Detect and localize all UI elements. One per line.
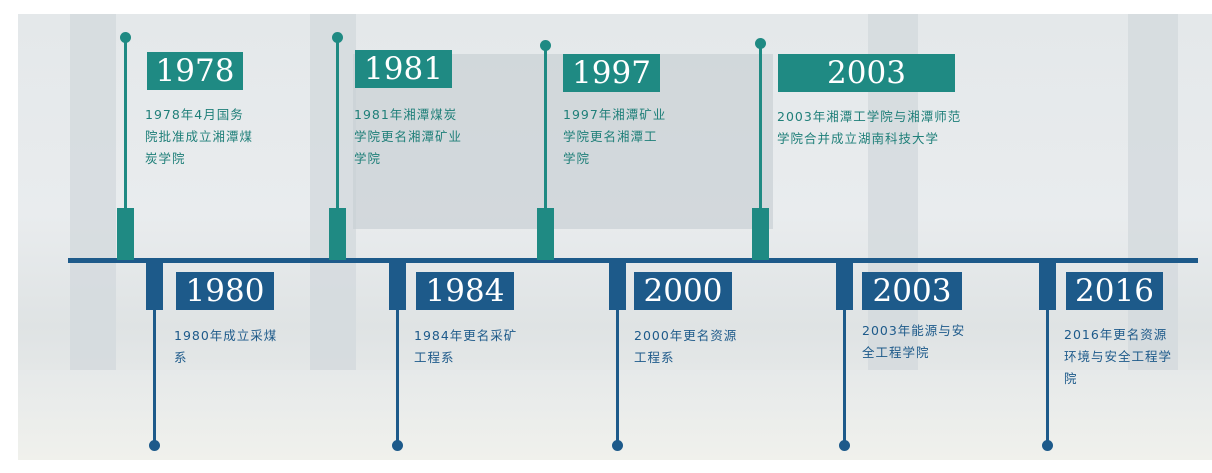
stem-dot <box>838 440 850 451</box>
year-label: 2003 <box>778 54 955 92</box>
stem-line <box>123 38 127 238</box>
year-label: 2016 <box>1066 272 1163 310</box>
stem-line <box>615 298 619 446</box>
stem-block <box>536 208 554 260</box>
year-label: 2003 <box>862 272 962 310</box>
event-description: 1997年湘潭矿业学院更名湘潭工学院 <box>563 107 667 166</box>
timeline-axis <box>68 258 1198 263</box>
stem-block <box>835 258 853 310</box>
stem-block <box>1038 258 1056 310</box>
stem-line <box>335 38 339 238</box>
year-label: 1981 <box>355 50 452 88</box>
stem-block <box>328 208 346 260</box>
stem-line <box>1045 298 1049 446</box>
event-description: 2003年能源与安全工程学院 <box>862 323 966 360</box>
bottom-stem <box>835 258 853 452</box>
bottom-stem <box>608 258 626 452</box>
year-label: 1980 <box>176 272 274 310</box>
stem-line <box>395 298 399 446</box>
stem-block <box>608 258 626 310</box>
stem-dot <box>1041 440 1053 451</box>
event-description: 1980年成立采煤系 <box>174 328 278 365</box>
stem-dot <box>539 40 551 51</box>
top-stem <box>328 32 346 260</box>
stem-dot <box>754 38 766 49</box>
stem-dot <box>119 32 131 43</box>
year-label: 1997 <box>563 54 660 92</box>
year-label: 2000 <box>634 272 732 310</box>
stem-line <box>758 44 762 238</box>
stem-dot <box>391 440 403 451</box>
top-stem <box>751 38 769 260</box>
event-description: 1981年湘潭煤炭学院更名湘潭矿业学院 <box>354 107 463 166</box>
year-label: 1984 <box>416 272 514 310</box>
stem-line <box>152 298 156 446</box>
bg-pillar <box>70 14 116 394</box>
stem-line <box>842 298 846 446</box>
bottom-stem <box>145 258 163 452</box>
top-stem <box>536 40 554 260</box>
stem-block <box>388 258 406 310</box>
stem-block <box>145 258 163 310</box>
stem-block <box>116 208 134 260</box>
year-label: 1978 <box>147 52 243 90</box>
event-description: 1978年4月国务院批准成立湘潭煤炭学院 <box>145 107 254 166</box>
bg-pillar <box>1128 14 1178 394</box>
stem-block <box>751 208 769 260</box>
stem-dot <box>331 32 343 43</box>
bottom-stem <box>1038 258 1056 452</box>
bottom-stem <box>388 258 406 452</box>
stem-dot <box>611 440 623 451</box>
bg-pillar <box>310 14 356 394</box>
event-description: 1984年更名采矿工程系 <box>414 328 518 365</box>
event-description: 2000年更名资源工程系 <box>634 328 738 365</box>
stem-dot <box>148 440 160 451</box>
event-description: 2003年湘潭工学院与湘潭师范学院合并成立湖南科技大学 <box>777 109 962 146</box>
top-stem <box>116 32 134 260</box>
stem-line <box>543 46 547 238</box>
event-description: 2016年更名资源环境与安全工程学院 <box>1064 327 1173 386</box>
